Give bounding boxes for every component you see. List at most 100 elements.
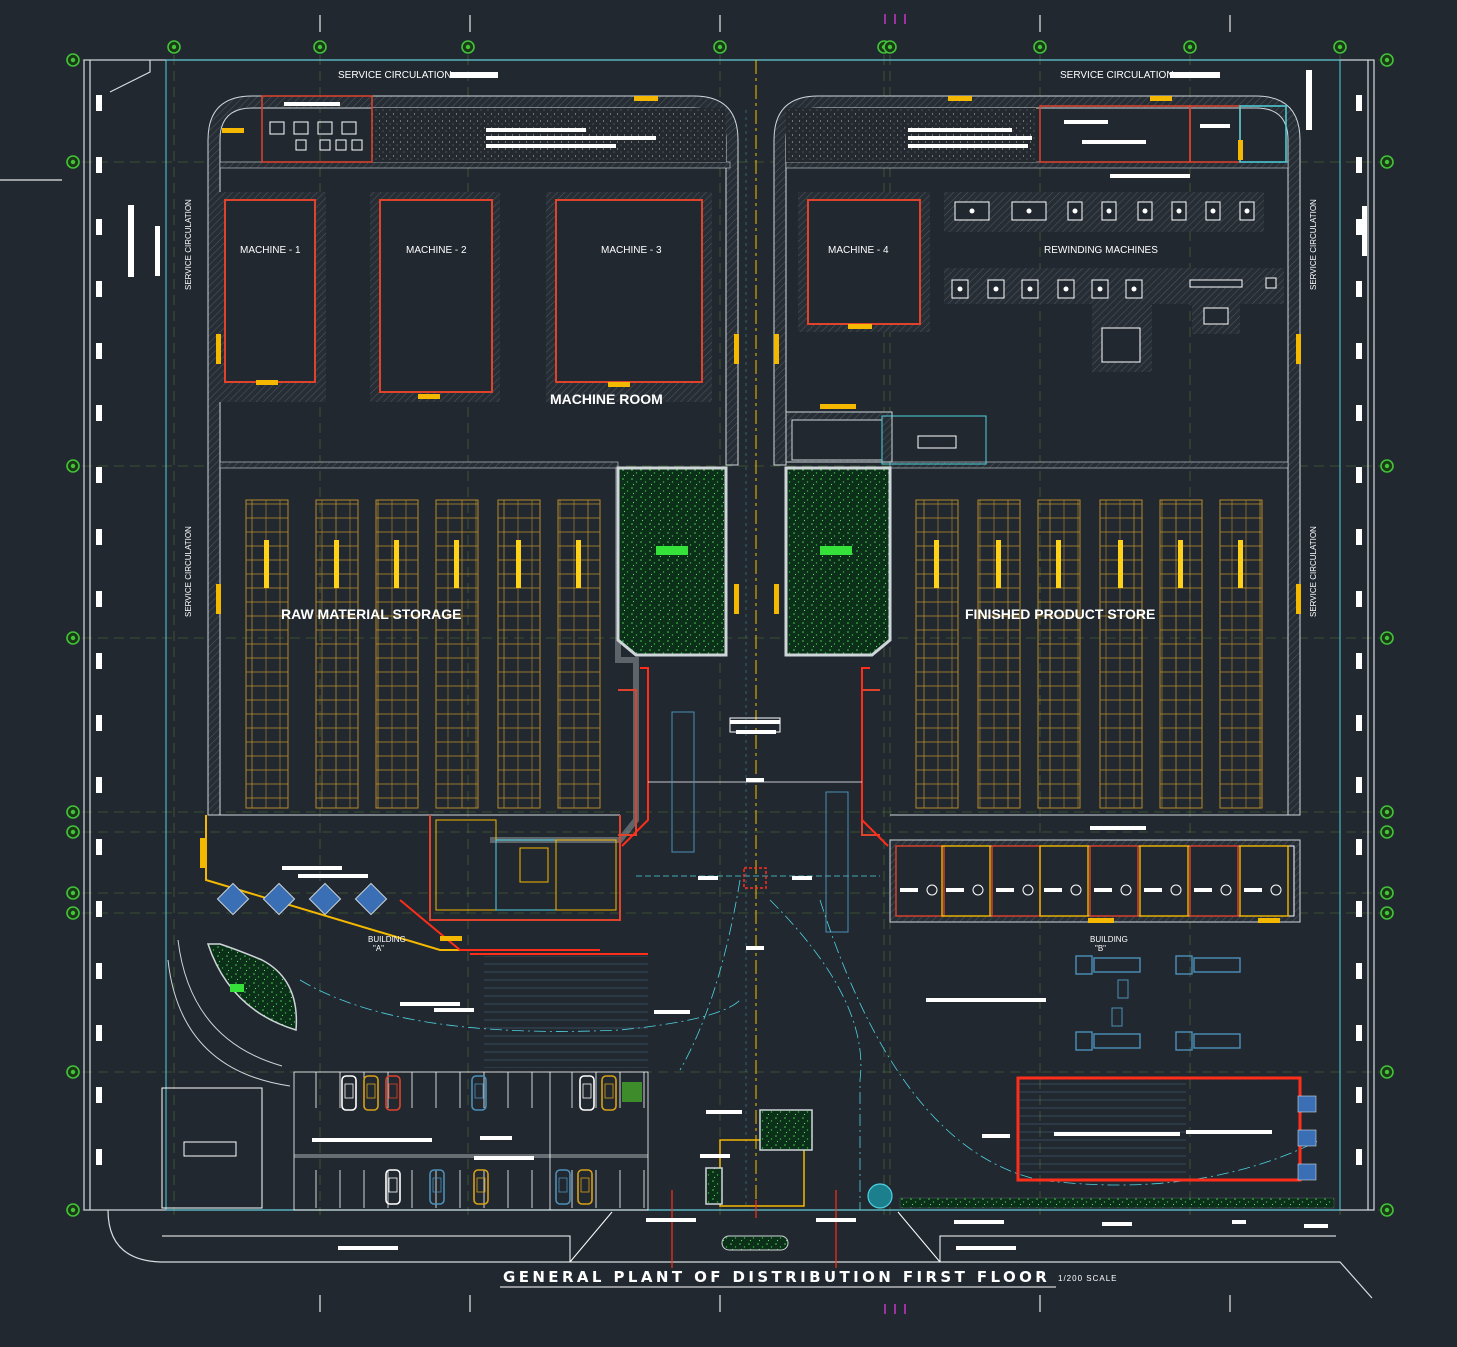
- storage-rack: [315, 499, 359, 809]
- annotation-bar: [908, 136, 1032, 140]
- machine-2-label: MACHINE - 2: [406, 245, 467, 256]
- fence-post: [96, 95, 102, 111]
- spindle: [957, 286, 963, 292]
- annotation-bar: [1232, 1220, 1246, 1224]
- right-service-room: [785, 411, 987, 465]
- fence-post: [96, 777, 102, 793]
- spindle: [1063, 286, 1069, 292]
- drawing-title: GENERAL PLANT OF DISTRIBUTION FIRST FLOO…: [503, 1268, 1050, 1286]
- door-swing-icon: [200, 838, 205, 868]
- service-circulation-left-1: SERVICE CIRCULATION: [184, 199, 193, 290]
- desk: [996, 888, 1014, 892]
- spindle: [1210, 208, 1216, 214]
- rewinding-machines: [951, 201, 1277, 363]
- guard-house: [161, 1087, 263, 1209]
- parked-trucks: [1075, 955, 1241, 1051]
- front-road: [162, 1211, 1336, 1263]
- annotation-bar: [486, 136, 656, 140]
- fan-garden: [167, 939, 298, 1087]
- annotation-bar: [1102, 1222, 1132, 1226]
- grid-axis-marker-icon: [461, 40, 475, 54]
- storage-rack: [1159, 499, 1203, 809]
- spindle: [1176, 208, 1182, 214]
- annotation-bar: [954, 1220, 1004, 1224]
- fence-post: [1356, 963, 1362, 979]
- door-swing-icon: [1088, 918, 1114, 923]
- grid-axis-marker-icon: [66, 906, 80, 920]
- annotation-bar: [698, 876, 718, 880]
- door-swing-icon: [216, 334, 221, 364]
- grid-axis-marker-icon: [883, 40, 897, 54]
- door-markers: [200, 96, 1301, 941]
- annotation-bar: [926, 998, 1046, 1002]
- fence-panel: [128, 205, 134, 277]
- desk: [1244, 888, 1262, 892]
- fence-post: [1356, 653, 1362, 669]
- office-room: [1189, 845, 1239, 917]
- front-hedge: [721, 1183, 1335, 1251]
- building-a-letter: "A": [373, 944, 384, 953]
- door-swing-icon: [256, 380, 278, 385]
- magenta-ticks: [884, 14, 906, 1314]
- annotation-bar: [480, 1136, 512, 1140]
- machine-1: [224, 199, 316, 383]
- fixture: [1070, 884, 1082, 896]
- labels: SERVICE CIRCULATION SERVICE CIRCULATION …: [184, 70, 1318, 953]
- fixture: [1170, 884, 1182, 896]
- grid-axis-marker-icon: [66, 825, 80, 839]
- service-circulation-top-left: SERVICE CIRCULATION: [338, 70, 452, 81]
- gravel-court-left: [372, 108, 726, 162]
- door-swing-icon: [848, 324, 872, 329]
- spindle: [1106, 208, 1112, 214]
- rewinding-table: [1189, 279, 1243, 288]
- fence-post: [1356, 95, 1362, 111]
- fixture: [1022, 884, 1034, 896]
- grid-axis-marker-icon: [1183, 40, 1197, 54]
- parked-car-icon: [385, 1169, 401, 1205]
- machine-3-label: MACHINE - 3: [601, 245, 662, 256]
- desk: [1044, 888, 1062, 892]
- office-room: [941, 845, 991, 917]
- fence-post: [1356, 467, 1362, 483]
- storage-rack: [557, 499, 601, 809]
- fence-post: [1356, 157, 1362, 173]
- parked-car-icon: [363, 1075, 379, 1111]
- spindle: [1072, 208, 1078, 214]
- annotation-bar: [654, 1010, 690, 1014]
- truck-parking: [470, 953, 1302, 1182]
- door-swing-icon: [222, 128, 244, 133]
- annotation-bar: [700, 1154, 730, 1158]
- fixture: [1220, 884, 1232, 896]
- storage-rack: [435, 499, 479, 809]
- parked-car-icon: [577, 1169, 593, 1205]
- machine-room-label: MACHINE ROOM: [550, 391, 663, 407]
- annotation-bar: [338, 1246, 398, 1250]
- annotation-bar: [474, 1156, 534, 1160]
- annotation-bar: [730, 720, 780, 724]
- parked-car-icon: [601, 1075, 617, 1111]
- central-gardens: [616, 466, 892, 657]
- grid-axis-marker-icon: [1333, 40, 1347, 54]
- desk: [1144, 888, 1162, 892]
- annotation-bar: [816, 1218, 856, 1222]
- parked-car-icon: [429, 1169, 445, 1205]
- solar-canopies-a: [216, 882, 388, 916]
- office-room: [895, 845, 945, 917]
- storage-rack: [1219, 499, 1263, 809]
- storage-rack: [375, 499, 419, 809]
- entrance-pavilion: [705, 1109, 813, 1207]
- annotation-bar: [1304, 1224, 1328, 1228]
- spindle: [1026, 208, 1032, 214]
- grid-axis-marker-icon: [66, 459, 80, 473]
- drawing-title-block: GENERAL PLANT OF DISTRIBUTION FIRST FLOO…: [500, 1268, 1116, 1288]
- rewinding-unit: [1101, 327, 1141, 363]
- fence-post: [96, 653, 102, 669]
- fence-post: [1356, 777, 1362, 793]
- spindle: [993, 286, 999, 292]
- fence-post: [1356, 529, 1362, 545]
- gate-markers: [671, 1190, 837, 1268]
- office-room: [1239, 845, 1289, 917]
- solar-panel-icon: [1297, 1129, 1317, 1147]
- spindle: [969, 208, 975, 214]
- door-swing-icon: [440, 936, 462, 941]
